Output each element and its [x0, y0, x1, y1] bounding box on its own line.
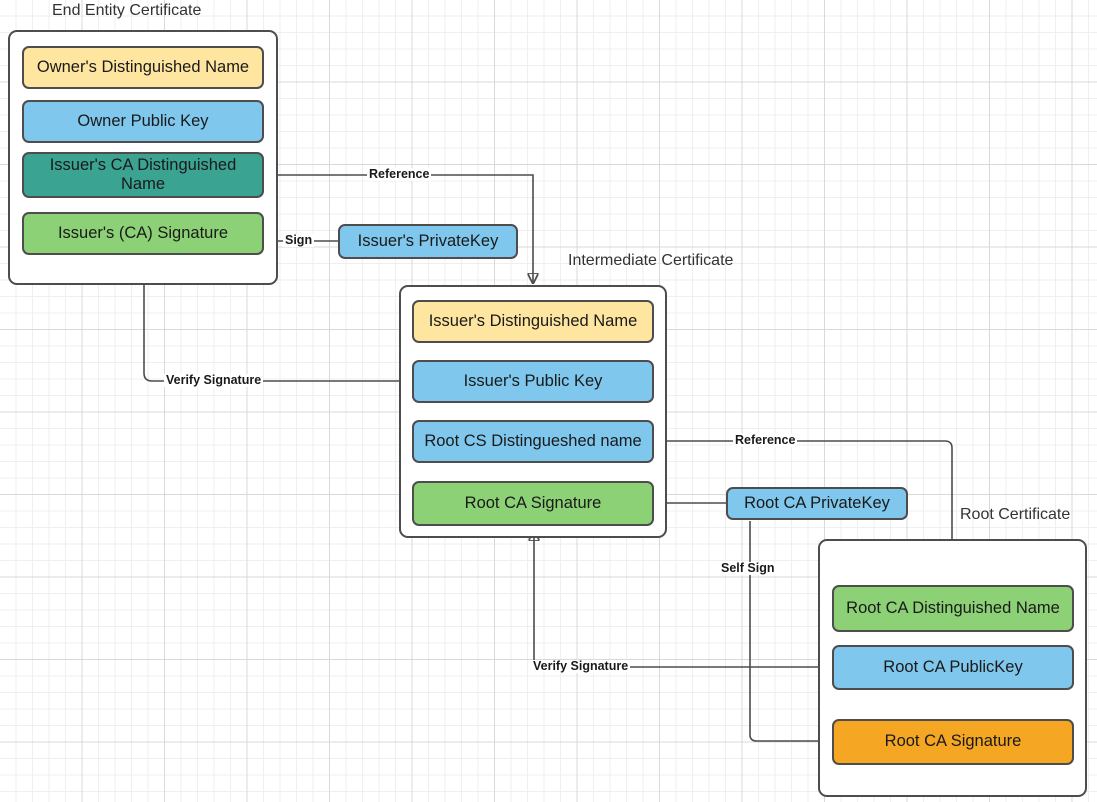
field-root-ca-signature-root[interactable]: Root CA Signature: [832, 719, 1074, 765]
field-issuers-public-key[interactable]: Issuer's Public Key: [412, 360, 654, 403]
field-root-cs-distingueshed-name[interactable]: Root CS Distingueshed name: [412, 420, 654, 463]
edge-label-verify-signature-bottom: Verify Signature: [531, 659, 631, 673]
field-root-ca-signature-intermediate[interactable]: Root CA Signature: [412, 481, 654, 526]
key-root-ca-privatekey[interactable]: Root CA PrivateKey: [726, 487, 908, 520]
title-end-entity-certificate: End Entity Certificate: [52, 2, 202, 19]
field-owners-distinguished-name[interactable]: Owner's Distinguished Name: [22, 46, 264, 89]
edge-label-reference-bottom: Reference: [733, 433, 798, 447]
key-issuers-privatekey[interactable]: Issuer's PrivateKey: [338, 224, 518, 259]
field-issuers-ca-distinguished-name[interactable]: Issuer's CA Distinguished Name: [22, 152, 264, 198]
wire-verify-signature-bottom: [534, 531, 832, 668]
edge-label-verify-signature-top: Verify Signature: [164, 373, 264, 387]
field-root-ca-distinguished-name[interactable]: Root CA Distinguished Name: [832, 585, 1074, 632]
title-root-certificate: Root Certificate: [960, 506, 1071, 523]
edge-label-sign: Sign: [283, 233, 315, 247]
edge-label-reference-top: Reference: [367, 167, 432, 181]
field-issuers-distinguished-name[interactable]: Issuer's Distinguished Name: [412, 300, 654, 343]
field-issuers-ca-signature[interactable]: Issuer's (CA) Signature: [22, 212, 264, 255]
title-intermediate-certificate: Intermediate Certificate: [568, 252, 734, 269]
edge-label-self-sign: Self Sign: [719, 561, 777, 575]
field-owner-public-key[interactable]: Owner Public Key: [22, 100, 264, 143]
field-root-ca-publickey[interactable]: Root CA PublicKey: [832, 645, 1074, 690]
